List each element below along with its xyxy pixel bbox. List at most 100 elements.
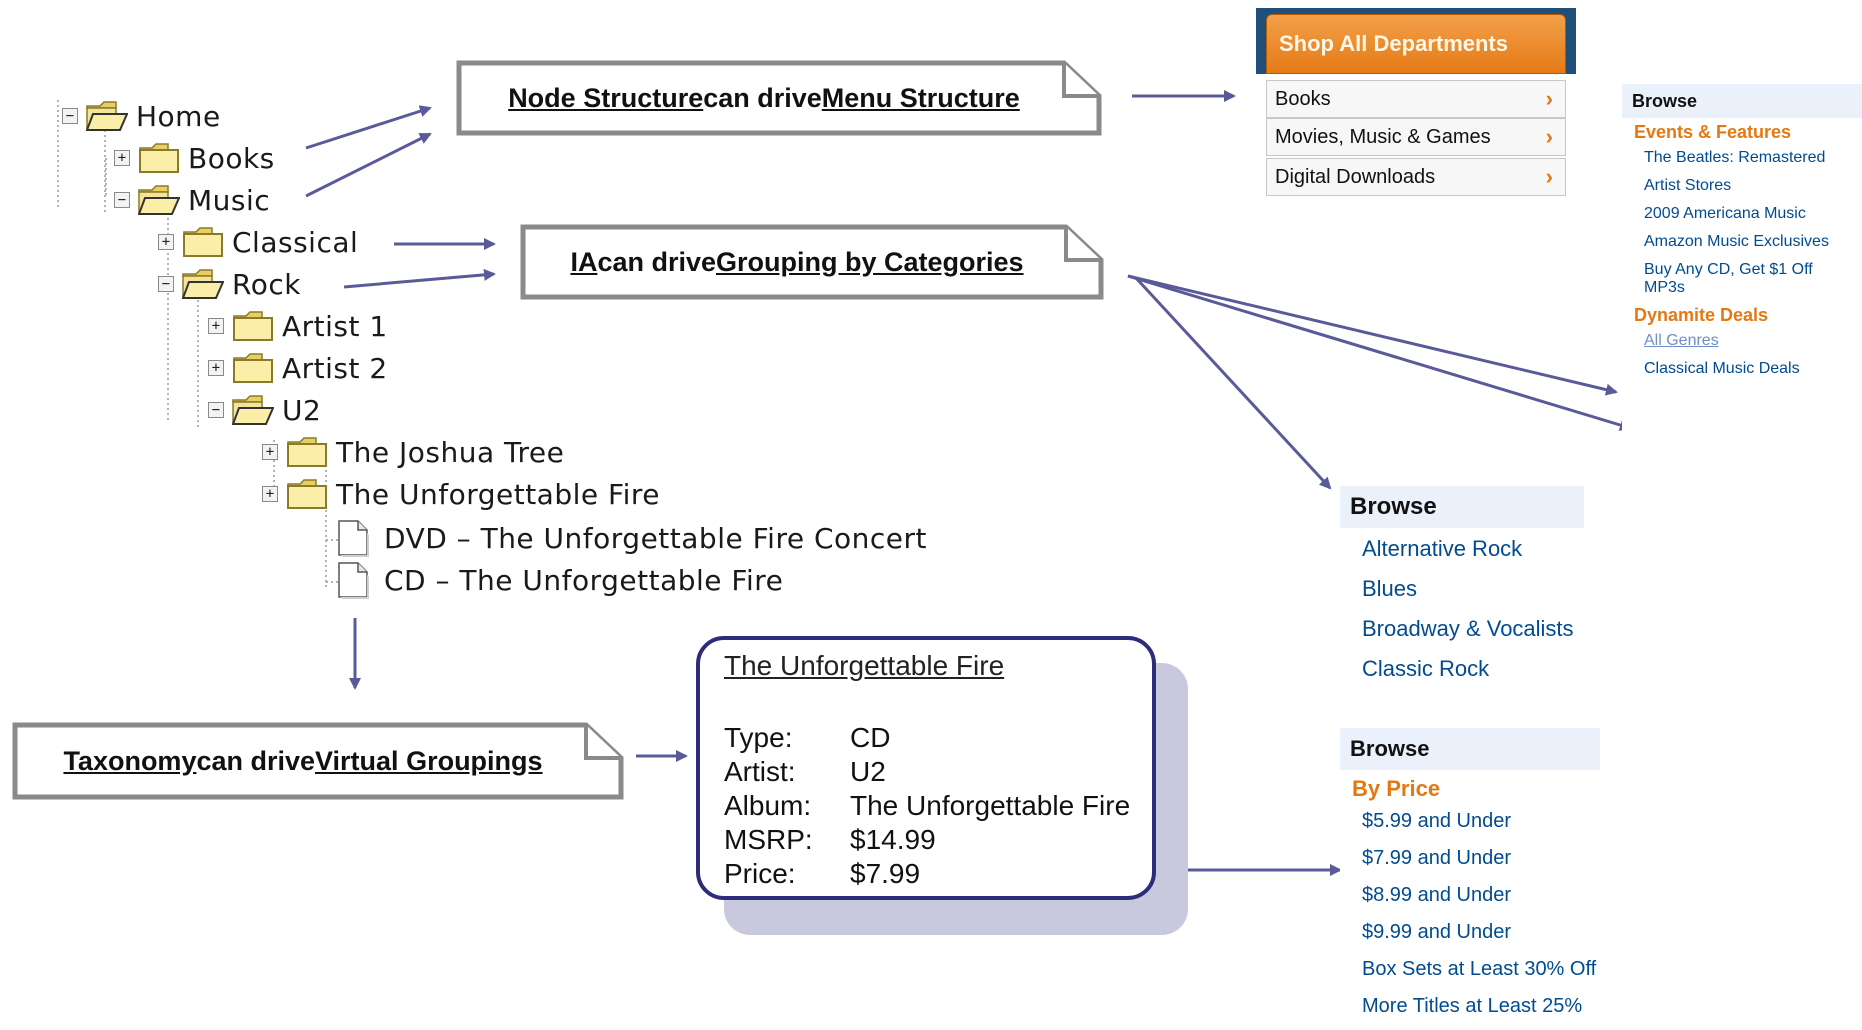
browse-panel-features: Browse Events & Features The Beatles: Re… [1622, 84, 1862, 454]
tree-node[interactable]: + Books [114, 138, 275, 178]
tree-node[interactable]: + The Unforgettable Fire [262, 474, 660, 514]
panel-link[interactable]: Broadway & Vocalists [1362, 616, 1574, 641]
expand-icon[interactable]: + [158, 234, 174, 250]
panel-link[interactable]: Classical Music Deals [1644, 360, 1800, 377]
document-icon [336, 519, 384, 557]
shop-all-departments-button[interactable]: Shop All Departments [1266, 14, 1566, 74]
panel-heading: Browse [1340, 486, 1584, 528]
tree-node-label: Artist 2 [282, 351, 388, 385]
panel-link[interactable]: The Beatles: Remastered [1644, 149, 1826, 166]
panel-link[interactable]: Buy Any CD, Get $1 Off MP3s [1644, 261, 1813, 296]
arrow-books-to-menu [305, 105, 432, 150]
tree-node[interactable]: − U2 [208, 390, 321, 430]
collapse-icon[interactable]: − [114, 192, 130, 208]
field-key: MSRP: [724, 824, 813, 855]
tree-node[interactable]: −Music [114, 180, 270, 220]
tree-node-label: The Joshua Tree [336, 435, 565, 469]
tree-node[interactable]: + Artist 1 [208, 306, 388, 346]
card-field-msrp: MSRP:$14.99 [724, 824, 936, 856]
note-shape [12, 722, 624, 800]
chevron-right-icon: › [1545, 124, 1553, 149]
tree-node-label: U2 [282, 393, 322, 427]
panel-link[interactable]: More Titles at Least 25% [1362, 995, 1583, 1017]
field-key: Album: [724, 790, 812, 821]
field-value: $7.99 [850, 858, 921, 889]
tree-node-label: CD – The Unforgettable Fire [384, 563, 784, 597]
collapse-icon[interactable]: − [208, 402, 224, 418]
panel-section-title: Dynamite Deals [1634, 305, 1769, 325]
panel-link[interactable]: 2009 Americana Music [1644, 205, 1806, 222]
menu-item-books[interactable]: Books › [1266, 80, 1566, 118]
panel-heading: Browse [1622, 84, 1862, 118]
panel-link[interactable]: $5.99 and Under [1362, 810, 1512, 832]
folder-open-icon [138, 184, 188, 216]
panel-link[interactable]: Alternative Rock [1362, 536, 1523, 561]
callout-target: Grouping by Categories [716, 246, 1024, 277]
folder-icon [286, 436, 336, 468]
arrow-grouping-to-deals-2 [1127, 274, 1632, 431]
panel-section-title: Events & Features [1634, 122, 1792, 142]
panel-link[interactable]: Amazon Music Exclusives [1644, 233, 1829, 250]
tree-node-label: Artist 1 [282, 309, 388, 343]
panel-link[interactable]: Box Sets at Least 30% Off [1362, 958, 1597, 980]
field-value: U2 [850, 756, 886, 787]
panel-link[interactable]: Classic Rock [1362, 656, 1490, 681]
tree-node[interactable]: CD – The Unforgettable Fire [336, 560, 783, 600]
note-shape [456, 60, 1102, 136]
menu-item-digital-downloads[interactable]: Digital Downloads › [1266, 158, 1566, 196]
card-title: The Unforgettable Fire [724, 650, 1005, 681]
folder-open-icon [182, 268, 232, 300]
callout-term: IA [570, 246, 598, 277]
menu-item-movies-music-games[interactable]: Movies, Music & Games › [1266, 118, 1566, 156]
panel-link[interactable]: Artist Stores [1644, 177, 1732, 194]
field-value: The Unforgettable Fire [850, 790, 1131, 821]
callout-term: Taxonomy [63, 745, 197, 776]
tree-node[interactable]: + Artist 2 [208, 348, 388, 388]
field-key: Type: [724, 722, 793, 753]
tree-node-label: Classical [232, 225, 359, 259]
tree-node-label: The Unforgettable Fire [336, 477, 660, 511]
field-value: CD [850, 722, 891, 753]
note-shape [520, 224, 1104, 300]
browse-panel-price: Browse By Price $5.99 and Under $7.99 an… [1340, 728, 1600, 1030]
document-icon [336, 561, 384, 599]
shop-departments-menu: Shop All Departments Books › Movies, Mus… [1256, 8, 1576, 198]
card-field-album: Album: The Unforgettable Fire [724, 790, 1130, 822]
card-field-type: Type: CD [724, 722, 890, 754]
folder-icon [232, 310, 282, 342]
collapse-icon[interactable]: − [158, 276, 174, 292]
folder-icon [182, 226, 232, 258]
arrow-music-to-menu [305, 132, 432, 198]
panel-link[interactable]: $9.99 and Under [1362, 921, 1512, 943]
tree-node[interactable]: DVD – The Unforgettable Fire Concert [336, 518, 927, 558]
expand-icon[interactable]: + [262, 444, 278, 460]
expand-icon[interactable]: + [208, 360, 224, 376]
browse-panel-genres: Browse Alternative Rock Blues Broadway &… [1340, 486, 1584, 696]
panel-link[interactable]: $8.99 and Under [1362, 884, 1512, 906]
expand-icon[interactable]: + [114, 150, 130, 166]
chevron-right-icon: › [1545, 86, 1553, 111]
field-key: Artist: [724, 756, 796, 787]
panel-link[interactable]: Blues [1362, 576, 1418, 601]
tree-node-label: Rock [232, 267, 301, 301]
menu-item-label: Digital Downloads [1275, 165, 1436, 188]
arrow-grouping-to-deals-1 [1127, 274, 1618, 396]
product-card: The Unforgettable Fire Type: CD Artist: U2… [696, 636, 1156, 900]
panel-link[interactable]: $7.99 and Under [1362, 847, 1512, 869]
collapse-icon[interactable]: − [62, 108, 78, 124]
tree-node-label: DVD – The Unforgettable Fire Concert [384, 521, 928, 555]
callout-mid: can drive [196, 745, 316, 776]
callout-virtual-groupings: Taxonomy can drive Virtual Groupings [10, 720, 626, 802]
tree-node[interactable]: − Rock [158, 264, 301, 304]
tree-node[interactable]: + Classical [158, 222, 358, 262]
tree-node[interactable]: −Home [62, 96, 221, 136]
expand-icon[interactable]: + [208, 318, 224, 334]
callout-mid: can drive [703, 82, 822, 113]
tree-node[interactable]: + The Joshua Tree [262, 432, 564, 472]
panel-link-active[interactable]: All Genres [1644, 332, 1719, 349]
expand-icon[interactable]: + [262, 486, 278, 502]
folder-icon [138, 142, 188, 174]
tree-node-label: Books [188, 141, 275, 175]
